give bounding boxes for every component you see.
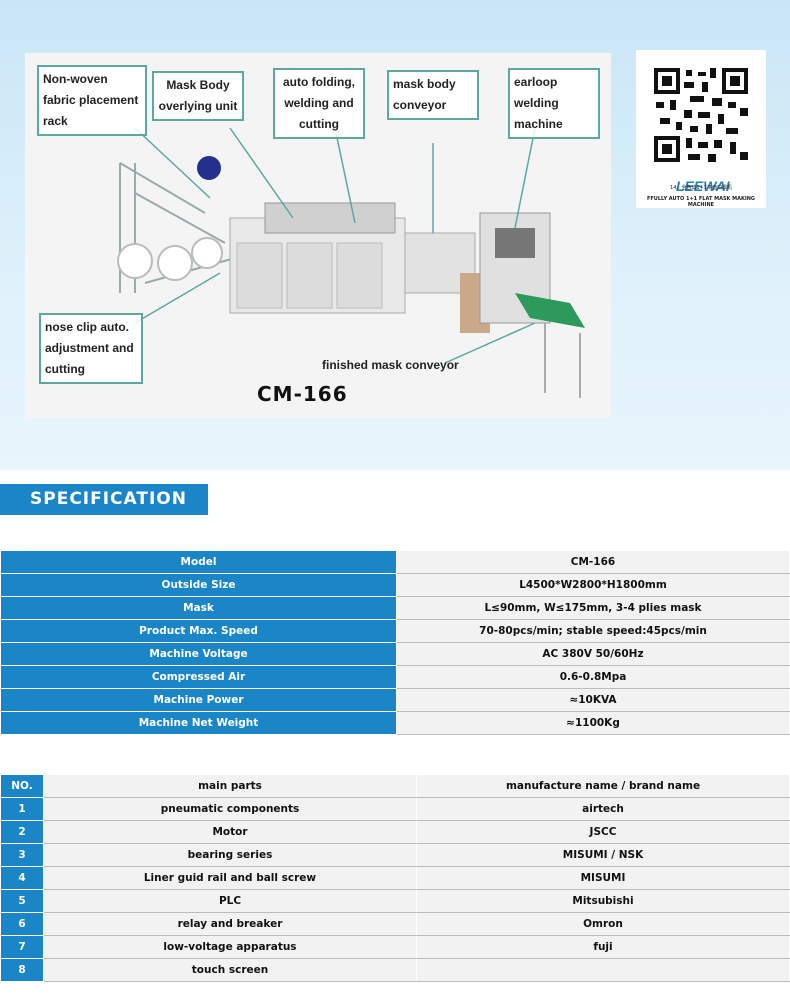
spec-value: ≈10KVA	[396, 688, 790, 712]
spec-value: 70-80pcs/min; stable speed:45pcs/min	[396, 619, 790, 643]
parts-no: 7	[0, 935, 44, 959]
parts-name: pneumatic components	[43, 797, 417, 821]
parts-brand	[416, 958, 790, 982]
callout-folding-welding: auto folding, welding and cutting	[273, 68, 365, 139]
parts-brand: fuji	[416, 935, 790, 959]
parts-brand: Mitsubishi	[416, 889, 790, 913]
specification-heading: SPECIFICATION	[0, 484, 208, 515]
qr-card: LEEWAI 14、全自动1+1平面口罩机 FFULLY AUTO 1+1 FL…	[636, 50, 766, 208]
specification-heading-label: SPECIFICATION	[30, 489, 187, 509]
callout-earloop-welding: earloop welding machine	[508, 68, 600, 139]
parts-name: PLC	[43, 889, 417, 913]
spec-label: Machine Voltage	[0, 642, 397, 666]
callout-overlying-unit: Mask Body overlying unit	[152, 71, 244, 121]
parts-brand: MISUMI / NSK	[416, 843, 790, 867]
spec-label: Mask	[0, 596, 397, 620]
parts-name: touch screen	[43, 958, 417, 982]
model-title: CM-166	[257, 382, 348, 406]
brand-logo: LEEWAI	[676, 178, 730, 194]
parts-no: 2	[0, 820, 44, 844]
callout-nose-clip: nose clip auto. adjustment and cutting	[39, 313, 143, 384]
spec-value: L≤90mm, W≤175mm, 3-4 plies mask	[396, 596, 790, 620]
qr-caption-en: FFULLY AUTO 1+1 FLAT MASK MAKING MACHINE	[646, 196, 756, 208]
spec-row: Machine Net Weight≈1100Kg	[0, 711, 790, 735]
parts-name: Liner guid rail and ball screw	[43, 866, 417, 890]
callout-body-conveyor: mask body conveyor	[387, 70, 479, 120]
parts-name: bearing series	[43, 843, 417, 867]
spec-row: Machine Power≈10KVA	[0, 688, 790, 712]
callout-fabric-rack: Non-woven fabric placement rack	[37, 65, 147, 136]
spec-value: AC 380V 50/60Hz	[396, 642, 790, 666]
parts-no: 3	[0, 843, 44, 867]
spec-value: ≈1100Kg	[396, 711, 790, 735]
qr-caption-cn: 14、全自动1+1平面口罩机	[670, 185, 732, 191]
spec-label: Outside Size	[0, 573, 397, 597]
parts-no: NO.	[0, 774, 44, 798]
parts-no: 5	[0, 889, 44, 913]
parts-name: Motor	[43, 820, 417, 844]
spec-label: Model	[0, 550, 397, 574]
parts-brand: airtech	[416, 797, 790, 821]
qr-code-icon	[654, 68, 748, 162]
spec-value: L4500*W2800*H1800mm	[396, 573, 790, 597]
parts-brand: JSCC	[416, 820, 790, 844]
spec-value: CM-166	[396, 550, 790, 574]
spec-label: Product Max. Speed	[0, 619, 397, 643]
parts-no: 6	[0, 912, 44, 936]
parts-name: main parts	[43, 774, 417, 798]
parts-no: 8	[0, 958, 44, 982]
parts-name: low-voltage apparatus	[43, 935, 417, 959]
spec-label: Compressed Air	[0, 665, 397, 689]
parts-brand: MISUMI	[416, 866, 790, 890]
callout-finished-conveyor: finished mask conveyor	[322, 358, 459, 372]
parts-no: 1	[0, 797, 44, 821]
parts-brand: Omron	[416, 912, 790, 936]
spec-value: 0.6-0.8Mpa	[396, 665, 790, 689]
parts-name: relay and breaker	[43, 912, 417, 936]
parts-no: 4	[0, 866, 44, 890]
parts-brand: manufacture name / brand name	[416, 774, 790, 798]
spec-label: Machine Net Weight	[0, 711, 397, 735]
spec-label: Machine Power	[0, 688, 397, 712]
